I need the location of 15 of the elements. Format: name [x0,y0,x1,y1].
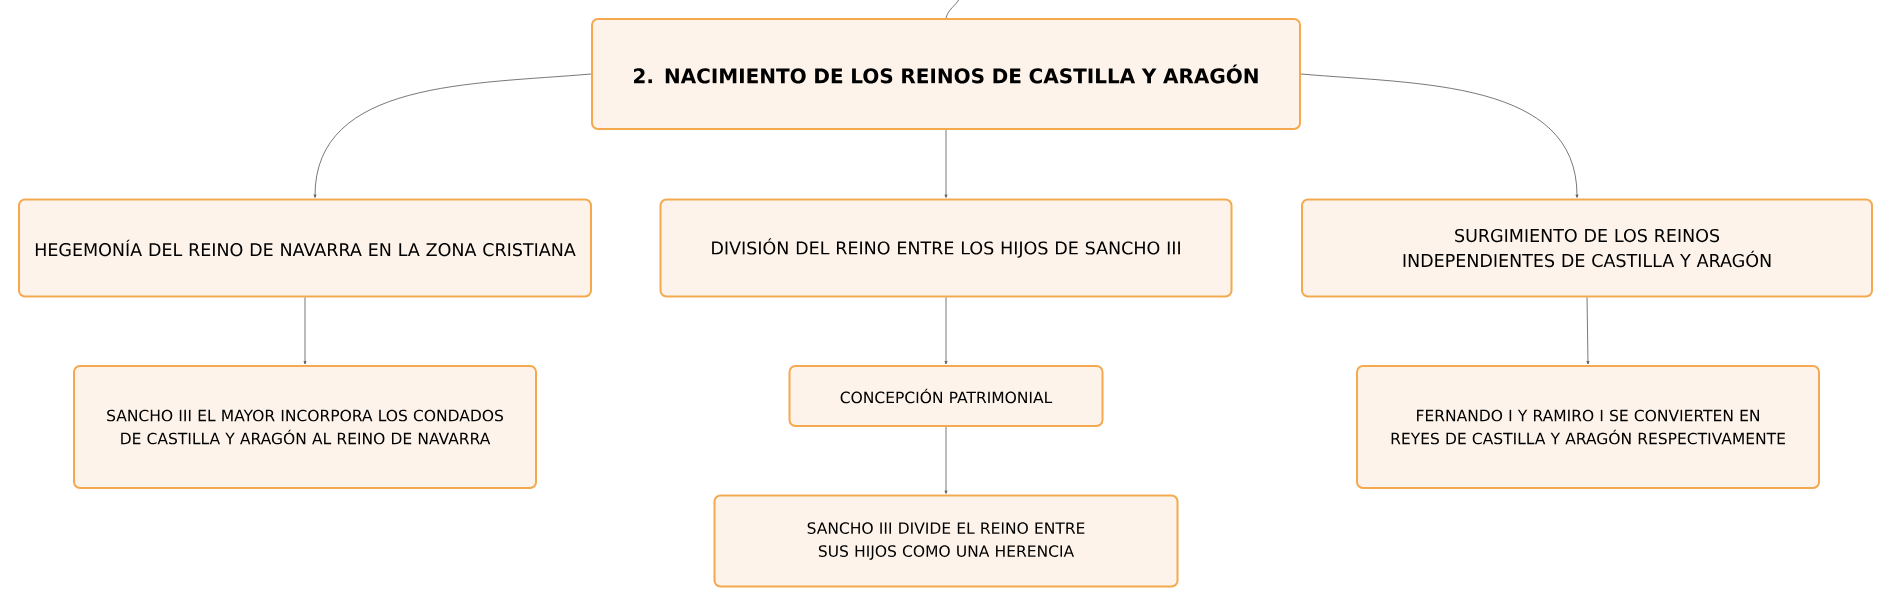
connector-arrow [1300,73,1579,198]
topic-box: DIVISIÓN DEL REINO ENTRE LOS HIJOS DE SANCHO III [659,198,1233,298]
topic-box: SURGIMIENTO DE LOS REINOS INDEPENDIENTES DE CASTILLA Y ARAGÓN [1301,198,1873,298]
connector-arrow [313,73,592,198]
topic-box: HEGEMONÍA DEL REINO DE NAVARRA EN LA ZONA CRISTIANA [18,198,592,298]
connector-arrow [944,129,948,198]
topic-box: 2. NACIMIENTO DE LOS REINOS DE CASTILLA Y ARAGÓN [591,18,1301,130]
topic-box: SANCHO III EL MAYOR INCORPORA LOS CONDADOS DE CASTILLA Y ARAGÓN AL REINO DE NAVARRA [73,365,537,489]
connector-arrow [303,297,307,365]
connector-arrow [1586,297,1590,365]
connector-arrow [944,426,948,494]
topic-box: SANCHO III DIVIDE EL REINO ENTRE SUS HIJOS COMO UNA HERENCIA [713,494,1179,588]
topic-box: CONCEPCIÓN PATRIMONIAL [788,365,1104,427]
connector-arrow [944,297,948,365]
topic-box: FERNANDO I Y RAMIRO I SE CONVIERTEN EN REYES DE CASTILLA Y ARAGÓN RESPECTIVAMENTE [1356,365,1820,489]
